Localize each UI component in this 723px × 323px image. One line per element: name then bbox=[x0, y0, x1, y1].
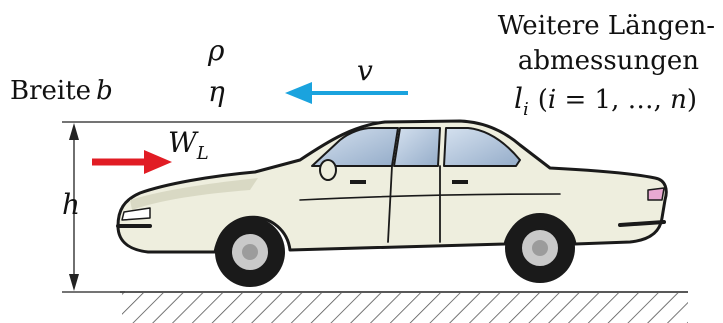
sedan-car-icon bbox=[116, 119, 668, 287]
drag-arrow-head-icon bbox=[144, 150, 172, 174]
car-front-window bbox=[393, 127, 441, 167]
drag-force-symbol: WL bbox=[168, 126, 209, 164]
drag-force-arrow bbox=[92, 150, 172, 174]
height-dimension bbox=[62, 121, 380, 293]
door-handle-rear bbox=[452, 180, 468, 184]
hatched-ground-icon bbox=[122, 293, 688, 323]
side-mirror-icon bbox=[319, 159, 337, 181]
car-hood-shade bbox=[130, 178, 258, 210]
rear-wheel-icon bbox=[505, 213, 575, 283]
lengths-title-line1: Weitere Längen- bbox=[498, 11, 715, 41]
density-symbol: ρ bbox=[207, 34, 225, 67]
velocity-symbol: v bbox=[357, 54, 373, 87]
velocity-arrow bbox=[285, 82, 408, 104]
lengths-title-line2: abmessungen bbox=[518, 46, 699, 76]
door-handle-front bbox=[350, 180, 366, 184]
rear-bumper bbox=[618, 220, 666, 227]
car-body bbox=[116, 119, 668, 254]
car-rear-window bbox=[443, 127, 521, 167]
tail-light-icon bbox=[647, 187, 665, 201]
car-body-crease bbox=[299, 193, 561, 201]
front-wheel-icon bbox=[215, 217, 285, 287]
headlight-icon bbox=[121, 207, 151, 221]
height-arrow-up-icon bbox=[69, 123, 79, 140]
lengths-formula: li(i = 1, …, n) bbox=[514, 82, 697, 120]
car-windshield bbox=[311, 127, 399, 167]
viscosity-symbol: η bbox=[208, 75, 225, 108]
ground bbox=[120, 291, 688, 323]
velocity-arrow-head-icon bbox=[285, 82, 312, 104]
height-arrow-down-icon bbox=[69, 274, 79, 291]
car-door-line-front bbox=[387, 165, 393, 243]
height-symbol: h bbox=[62, 188, 80, 221]
